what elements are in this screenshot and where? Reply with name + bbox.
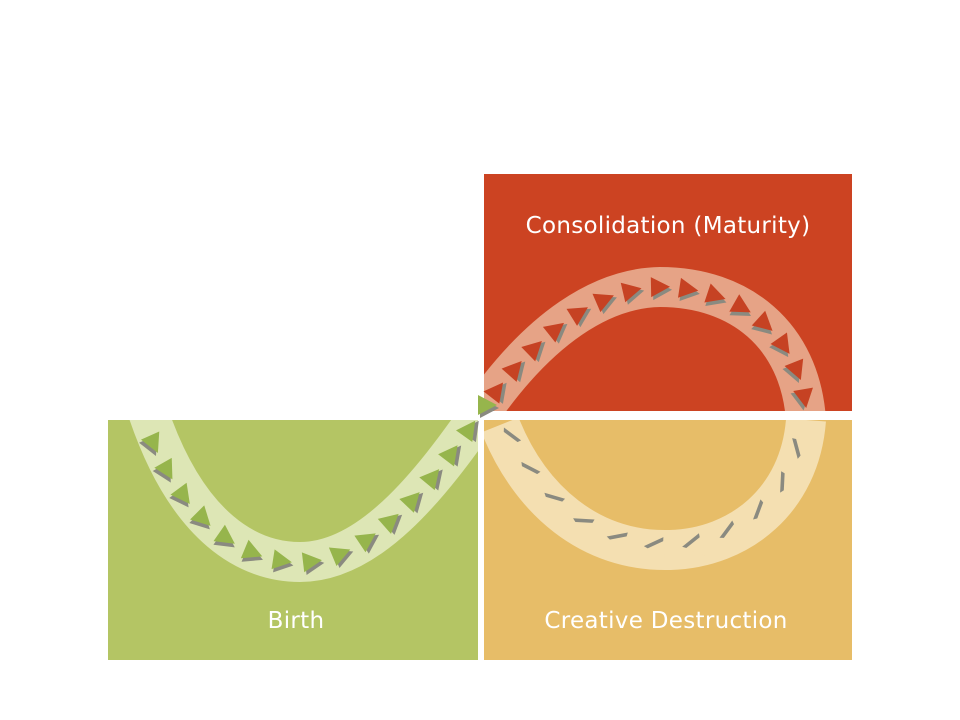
cycle-arrow-destruction [643, 537, 666, 561]
birth-label: Birth [268, 608, 325, 634]
cycle-arrow-consolidation [620, 282, 645, 305]
cycle-arrow-birth [271, 549, 294, 573]
cycle-arrow-consolidation [566, 307, 592, 328]
cycle-arrows [139, 277, 816, 576]
creative-destruction-label: Creative Destruction [544, 608, 787, 634]
cycle-arrow-birth [419, 469, 443, 491]
cycle-arrow-consolidation [790, 387, 813, 411]
cycle-arrow-birth [456, 420, 479, 443]
cycle-arrow-destruction [573, 518, 595, 541]
cycle-arrow-consolidation [542, 322, 568, 344]
cycle-arrow-birth [399, 492, 424, 514]
cycle-arrow-birth [438, 445, 462, 467]
cycle-arrow-destruction [501, 427, 522, 453]
cycle-arrow-birth [328, 547, 354, 569]
cycle-arrow-consolidation [729, 294, 752, 316]
cycle-arrow-birth [354, 533, 380, 554]
cycle-arrow-consolidation [751, 310, 773, 335]
cycle-arrow-destruction [682, 533, 706, 556]
cycle-arrow-birth [213, 524, 235, 548]
cycle-arrow-birth [169, 482, 190, 508]
cycle-arrow-destruction [606, 532, 629, 556]
cycle-arrow-birth [240, 539, 263, 562]
cycle-arrow-birth [152, 457, 173, 483]
cycle-arrow-destruction [792, 436, 816, 459]
cycle-arrow-birth [377, 513, 403, 535]
cycle-arrow-destruction [543, 492, 566, 517]
cycle-arrow-destruction [520, 461, 541, 487]
cycle-arrow-consolidation [704, 283, 727, 306]
cycle-arrow-consolidation [592, 293, 617, 315]
cycle-arrow-consolidation [677, 277, 700, 301]
consolidation-label: Consolidation (Maturity) [526, 213, 811, 239]
cycle-arrow-birth [478, 395, 499, 418]
cycle-arrow-destruction [780, 471, 802, 493]
cycle-arrow-consolidation [483, 382, 507, 404]
cycle-arrow-consolidation [769, 332, 790, 358]
cycle-arrow-consolidation [501, 360, 526, 383]
cycle-arrow-destruction [753, 499, 778, 521]
cycle-arrow-consolidation [782, 358, 804, 383]
cycle-arrow-consolidation [521, 340, 546, 363]
cycle-arrow-birth [139, 431, 160, 456]
cycle-arrow-birth [301, 552, 325, 576]
cycle-arrow-consolidation [650, 277, 673, 301]
cycle-arrow-birth [189, 505, 211, 530]
cycle-arrow-destruction [719, 520, 745, 541]
